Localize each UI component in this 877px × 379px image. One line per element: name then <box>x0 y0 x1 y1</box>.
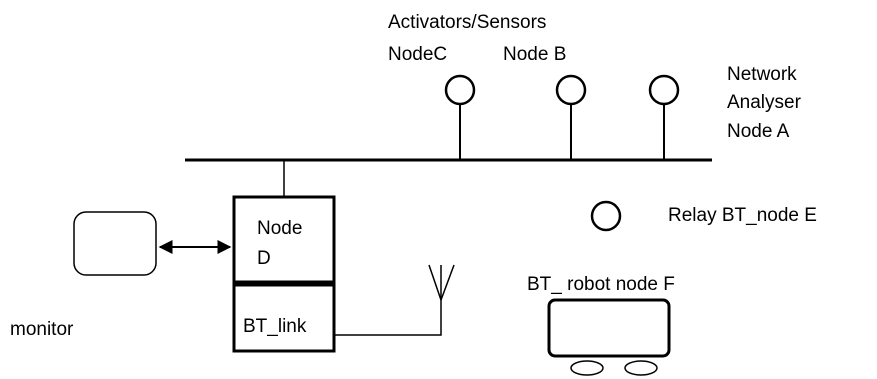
network-analyser-label-line3: Node A <box>727 121 790 142</box>
activators-sensors-label: Activators/Sensors <box>388 12 546 33</box>
robot-node-label: BT_ robot node F <box>527 274 675 295</box>
relay-node-icon <box>590 200 622 232</box>
node-b-sensor <box>555 74 587 160</box>
network-analyser-label-line1: Network <box>727 64 797 85</box>
node-d-label-line1: Node <box>257 218 302 239</box>
network-analyser-label-line2: Analyser <box>727 92 802 113</box>
bt-link-label: BT_link <box>243 316 307 337</box>
node-a-analyser <box>648 74 680 160</box>
monitor-label: monitor <box>10 319 74 340</box>
bt-link-box <box>232 283 336 353</box>
node-b-label: Node B <box>503 44 566 65</box>
relay-node-label: Relay BT_node E <box>668 205 817 226</box>
node-d-box <box>232 195 336 284</box>
monitor-icon <box>73 211 157 276</box>
node-c-label: NodeC <box>388 44 447 65</box>
robot-icon <box>547 298 671 376</box>
node-d-label-line2: D <box>257 248 271 269</box>
node-c-sensor <box>444 74 476 160</box>
antenna-icon <box>334 264 455 336</box>
